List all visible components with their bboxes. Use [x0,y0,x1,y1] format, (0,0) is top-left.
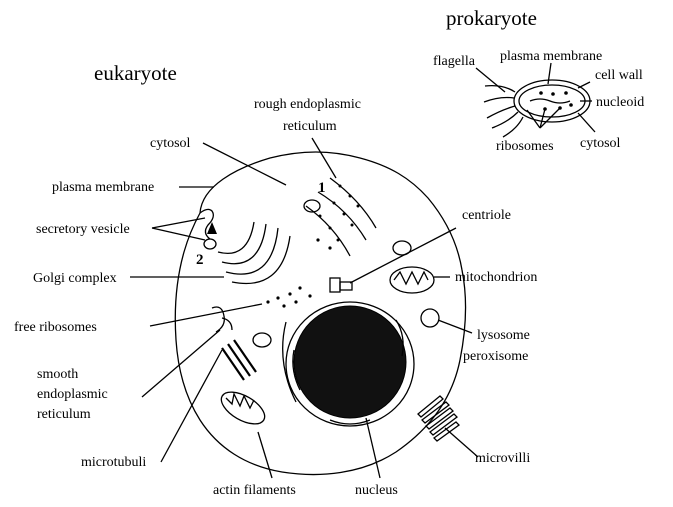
label-prokaryote-cell-wall: cell wall [595,68,643,83]
nucleus [286,302,414,426]
label-peroxisome: peroxisome [463,349,528,364]
label-actin-filaments: actin filaments [213,483,296,498]
label-prokaryote-cytosol: cytosol [580,136,621,151]
label-free-ribosomes: free ribosomes [14,320,97,335]
mitochondrion [390,267,434,293]
label-prokaryote-ribosomes: ribosomes [496,139,554,154]
prokaryote-leader-lines [476,63,595,132]
label-prokaryote-nucleoid: nucleoid [596,95,644,110]
eukaryote-title: eukaryote [94,61,177,85]
label-smooth-er-line1: smooth [37,367,78,382]
prokaryote-ribosomes [539,91,573,111]
centriole [330,278,352,292]
eukaryote-cell: 1 2 [175,152,465,475]
label-golgi-complex: Golgi complex [33,271,117,286]
label-smooth-er-line2: endoplasmic [37,387,108,402]
label-cytosol: cytosol [150,136,191,151]
label-mitochondrion: mitochondrion [455,270,537,285]
label-prokaryote-flagella: flagella [433,54,476,69]
prokaryote-cell: flagella plasma membrane cell wall nucle… [433,49,644,154]
golgi-complex [218,222,290,284]
label-rough-er-line1: rough endoplasmic [254,97,361,112]
rough-er [306,178,376,256]
step-1: 1 [318,180,326,196]
microtubuli-shape [222,340,256,380]
label-microvilli: microvilli [475,451,530,466]
prokaryote-nucleoid [530,99,570,103]
lysosome-shape [421,309,439,327]
step-2: 2 [196,252,204,268]
mitochondrion-2 [216,386,270,431]
label-smooth-er-line3: reticulum [37,407,91,422]
label-prokaryote-plasma-membrane: plasma membrane [500,49,602,64]
label-microtubuli: microtubuli [81,455,146,470]
label-plasma-membrane: plasma membrane [52,180,154,195]
label-centriole: centriole [462,208,511,223]
label-nucleus: nucleus [355,483,398,498]
prokaryote-title: prokaryote [446,6,537,30]
free-ribosomes [266,238,331,307]
secretory-vesicle-shape [204,239,216,249]
label-secretory-vesicle: secretory vesicle [36,222,130,237]
label-lysosome: lysosome [477,328,530,343]
small-vesicle [253,333,271,347]
label-rough-er-line2: reticulum [283,119,337,134]
